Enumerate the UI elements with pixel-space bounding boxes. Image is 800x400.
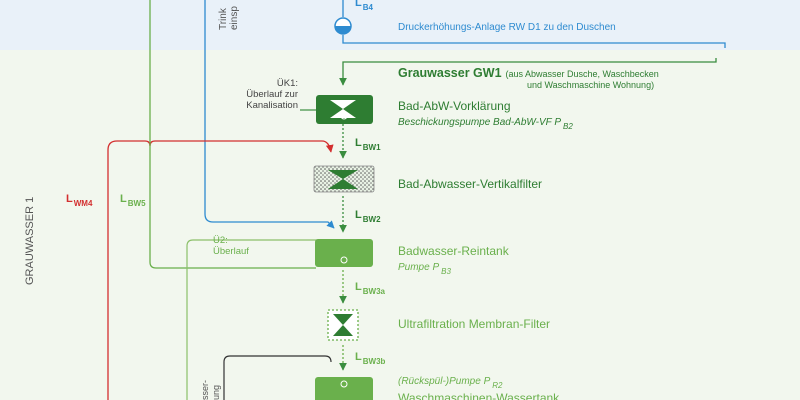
booster-pump-icon	[334, 17, 352, 35]
reintank	[315, 239, 373, 267]
u2-label-2: Überlauf	[213, 246, 249, 257]
dark-green-line-gw1-in	[339, 58, 717, 86]
u2-label-1: Ü2:	[213, 235, 228, 246]
vorklaerung-title: Bad-AbW-Vorklärung	[398, 99, 511, 113]
gw1-desc-line2: und Waschmaschine Wohnung)	[527, 80, 654, 90]
line-label-bw1: LBW1	[355, 137, 381, 152]
line-label-bw5: LBW5	[120, 193, 146, 208]
green-line-bw5	[149, 0, 316, 269]
rotated-bottom-text-1: sser-	[200, 380, 210, 400]
gw1-label: Grauwasser GW1(aus Abwasser Dusche, Wasc…	[398, 66, 659, 80]
waschmaschinen-tank	[315, 377, 373, 400]
red-line-wm4	[107, 140, 334, 400]
rotated-bottom-text-2: ung	[211, 385, 221, 400]
grauwasser-panel	[0, 50, 800, 400]
line-label-wm4: LWM4	[66, 193, 93, 208]
blue-line-supply	[204, 0, 335, 229]
membran-filter	[327, 309, 359, 341]
reintank-title: Badwasser-Reintank	[398, 244, 510, 258]
dark-line-rueckspuel	[223, 355, 332, 400]
uk1-label-3: Kanalisation	[246, 100, 298, 111]
vertikalfilter-unit	[313, 165, 375, 193]
uk1-label-2: Überlauf zur	[246, 89, 298, 100]
line-label-bw3a: LBW3a	[355, 281, 386, 296]
line-label-bw3b: LBW3b	[355, 351, 386, 366]
booster-label: Druckerhöhungs-Anlage RW D1 zu den Dusch…	[398, 22, 616, 33]
top-rotated-text-1: Trink	[218, 7, 229, 30]
waschmaschine-title: Waschmaschinen-Wassertank	[398, 391, 560, 400]
line-label-bw2: LBW2	[355, 209, 381, 224]
line-label-b4: LB4	[355, 0, 374, 12]
vorklaerung-tank	[316, 95, 373, 124]
top-band	[0, 0, 800, 50]
green-line-u2-overflow	[186, 239, 322, 400]
side-label-grauwasser: GRAUWASSER 1	[24, 197, 36, 285]
top-rotated-text-2: einsp	[229, 6, 240, 30]
vertikalfilter-title: Bad-Abwasser-Vertikalfilter	[398, 177, 542, 191]
blue-line-to-showers	[342, 35, 726, 48]
uk1-label-1: ÜK1:	[277, 78, 298, 89]
membran-title: Ultrafiltration Membran-Filter	[398, 317, 550, 331]
